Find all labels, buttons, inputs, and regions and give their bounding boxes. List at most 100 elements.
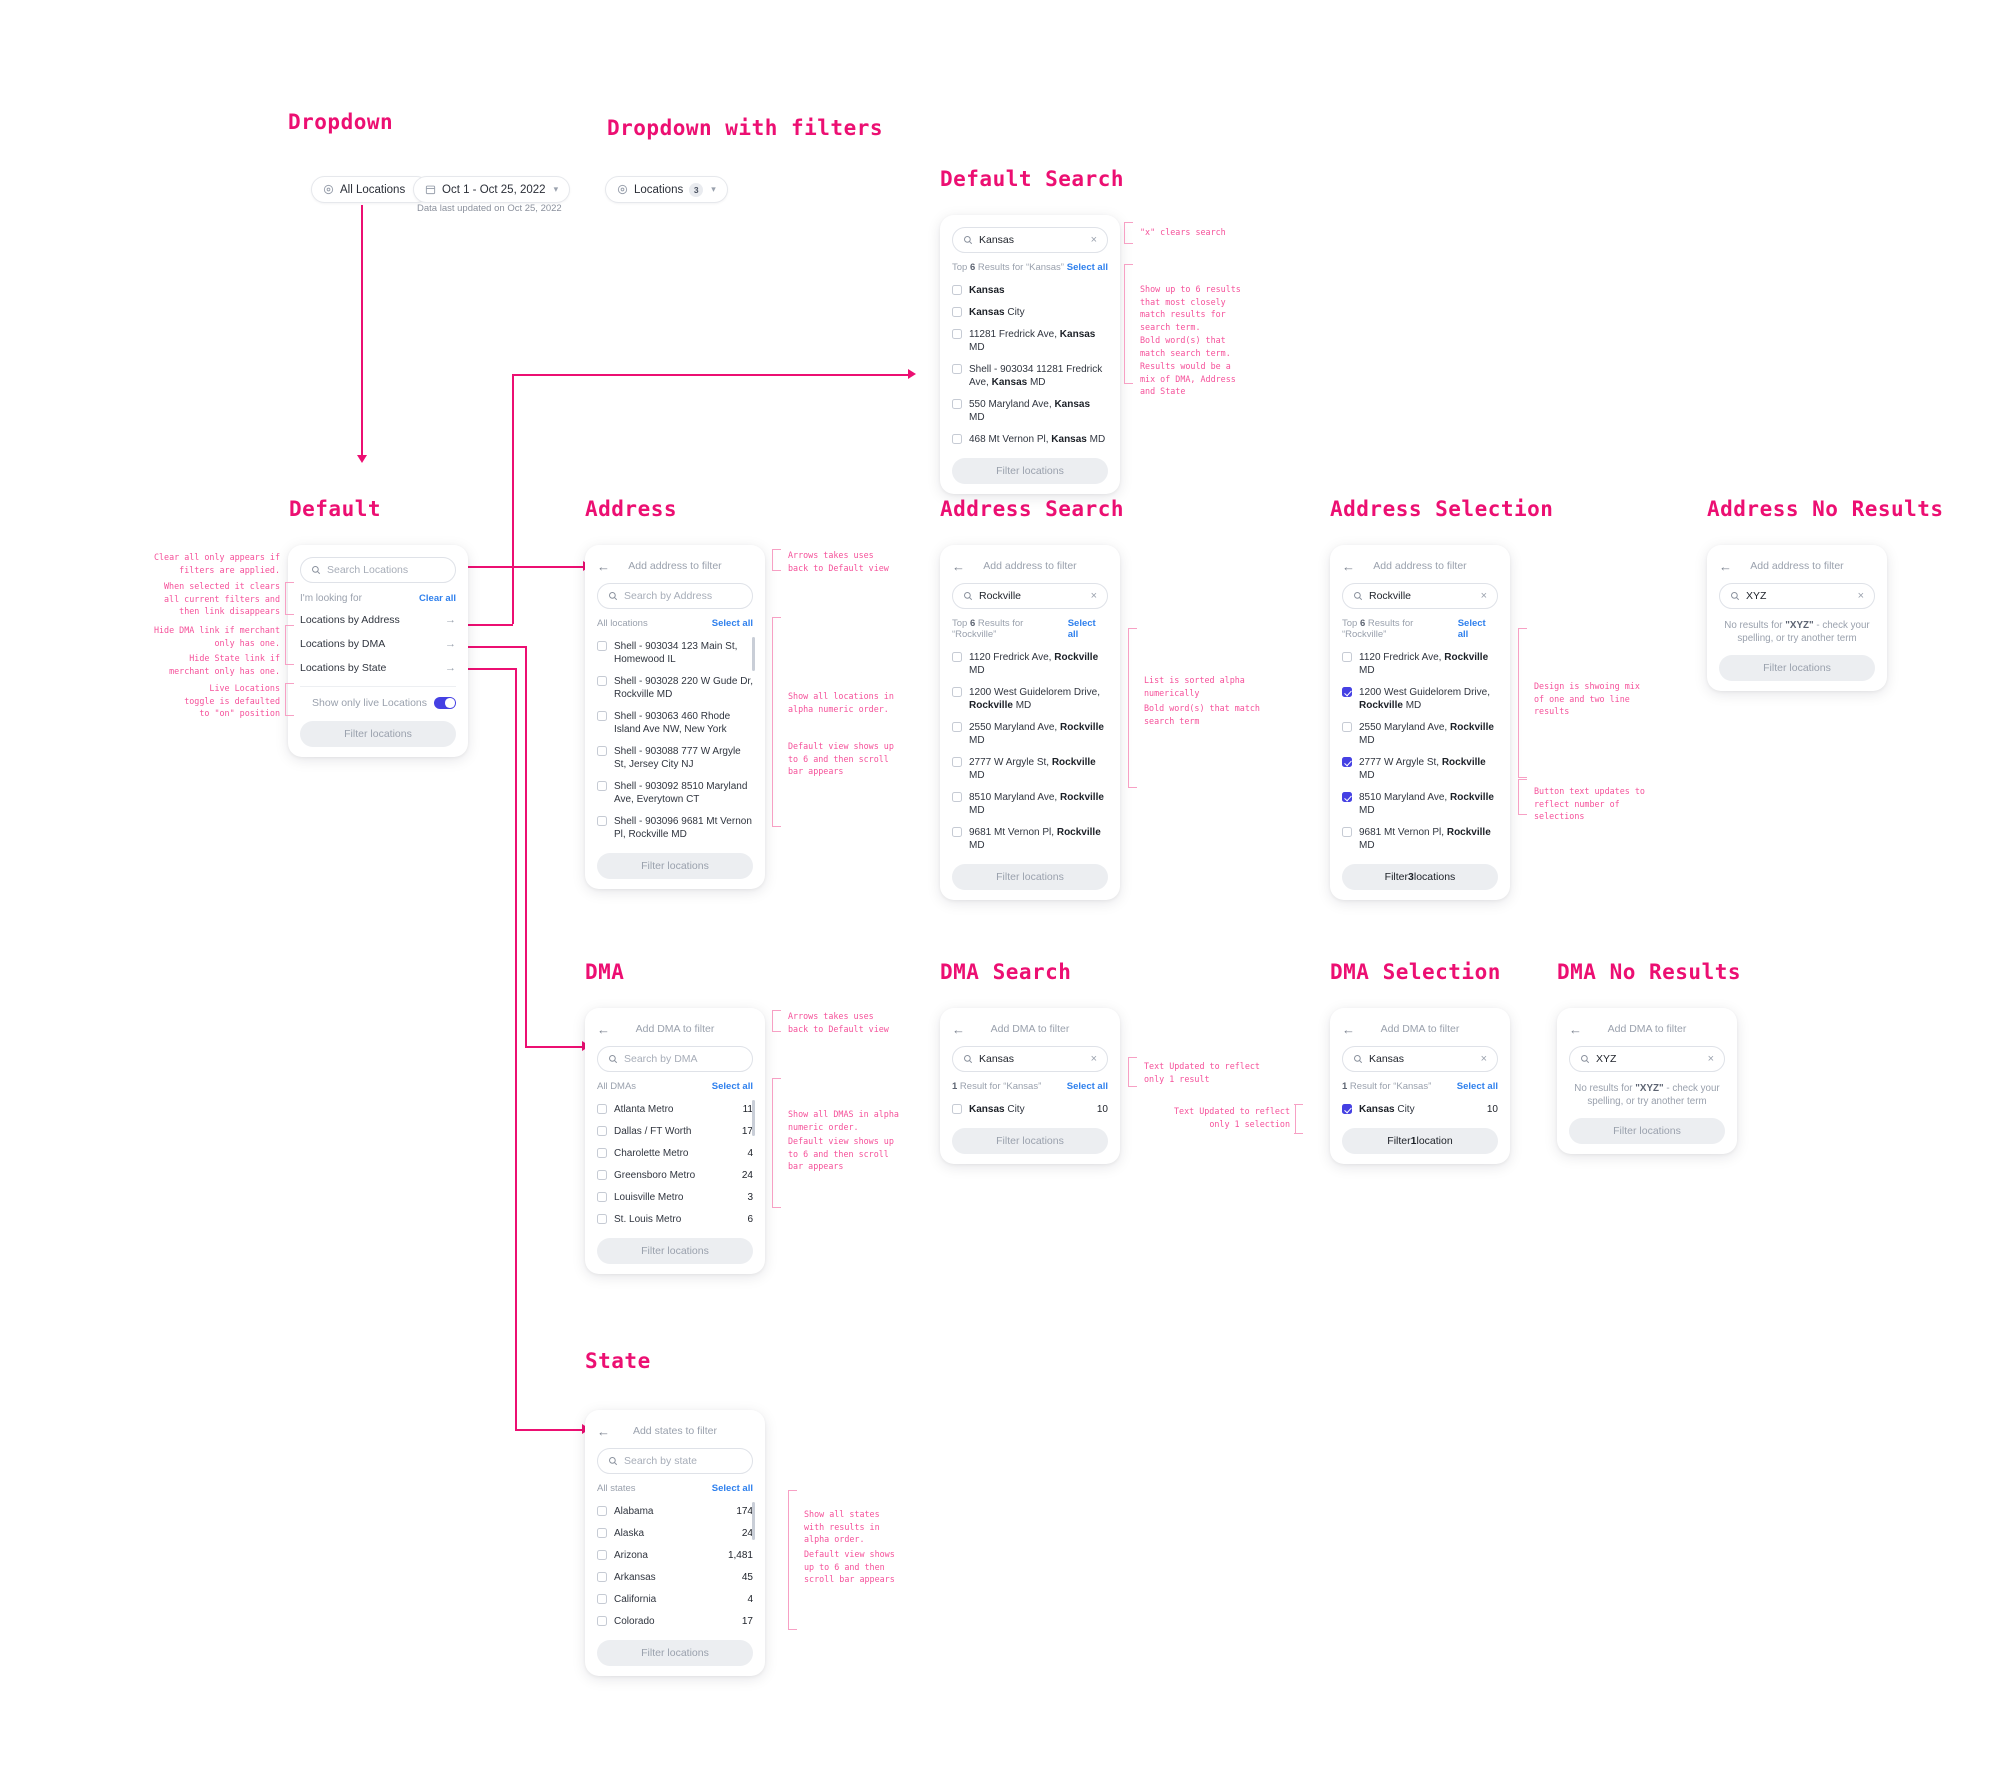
clear-search-icon[interactable]: × (1090, 590, 1097, 602)
row-checkbox[interactable] (1342, 792, 1352, 802)
row-checkbox[interactable] (597, 781, 607, 791)
select-all-link[interactable]: Select all (711, 1081, 753, 1092)
clear-search-icon[interactable]: × (1090, 1053, 1097, 1065)
filter-locations-button[interactable]: Filter 3 locations (1342, 864, 1498, 890)
filter-locations-button[interactable]: Filter locations (952, 864, 1108, 890)
row-checkbox[interactable] (952, 399, 962, 409)
list-item[interactable]: Shell - 903034 123 Main St, Homewood IL (597, 635, 753, 670)
default-search-input-wrap[interactable]: Kansas × (952, 227, 1108, 253)
back-arrow-icon[interactable]: ← (952, 1021, 965, 1037)
row-checkbox[interactable] (597, 711, 607, 721)
row-checkbox[interactable] (597, 1550, 607, 1560)
address-no-results-input[interactable]: XYZ (1746, 590, 1767, 602)
search-locations-input[interactable]: Search Locations (327, 564, 409, 576)
row-checkbox[interactable] (952, 652, 962, 662)
dma-no-results-input-wrap[interactable]: XYZ × (1569, 1046, 1725, 1072)
row-checkbox[interactable] (952, 687, 962, 697)
list-item[interactable]: Kansas (952, 279, 1108, 301)
list-item[interactable]: 9681 Mt Vernon Pl, Rockville MD (952, 821, 1108, 856)
dma-search-input-wrap[interactable]: Kansas × (952, 1046, 1108, 1072)
row-checkbox[interactable] (1342, 722, 1352, 732)
row-checkbox[interactable] (952, 757, 962, 767)
back-arrow-icon[interactable]: ← (1342, 558, 1355, 574)
row-checkbox[interactable] (597, 641, 607, 651)
default-search-locations-wrap[interactable]: Search Locations (300, 557, 456, 583)
list-item[interactable]: 11281 Fredrick Ave, Kansas MD (952, 323, 1108, 358)
dma-search-input-wrap[interactable]: Search by DMA (597, 1046, 753, 1072)
row-checkbox[interactable] (597, 1148, 607, 1158)
back-arrow-icon[interactable]: ← (1569, 1021, 1582, 1037)
list-item[interactable]: 468 Mt Vernon Pl, Kansas MD (952, 428, 1108, 450)
clear-search-icon[interactable]: × (1480, 590, 1487, 602)
row-checkbox[interactable] (1342, 687, 1352, 697)
list-item[interactable]: 1120 Fredrick Ave, Rockville MD (952, 646, 1108, 681)
row-checkbox[interactable] (597, 746, 607, 756)
sidebar-item-locations-by-state[interactable]: Locations by State → (300, 656, 456, 680)
clear-search-icon[interactable]: × (1707, 1053, 1714, 1065)
row-checkbox[interactable] (952, 364, 962, 374)
dma-selection-input-wrap[interactable]: Kansas × (1342, 1046, 1498, 1072)
row-checkbox[interactable] (597, 1572, 607, 1582)
filter-locations-button[interactable]: Filter locations (1569, 1118, 1725, 1144)
row-checkbox[interactable] (952, 329, 962, 339)
list-item[interactable]: 1120 Fredrick Ave, Rockville MD (1342, 646, 1498, 681)
list-item[interactable]: Shell - 903088 777 W Argyle St, Jersey C… (597, 740, 753, 775)
select-all-link[interactable]: Select all (1066, 262, 1108, 273)
row-checkbox[interactable] (597, 1528, 607, 1538)
back-arrow-icon[interactable]: ← (1342, 1021, 1355, 1037)
scrollbar[interactable] (751, 1502, 755, 1540)
list-item[interactable]: 1200 West Guidelorem Drive, Rockville MD (1342, 681, 1498, 716)
list-item[interactable]: 1200 West Guidelorem Drive, Rockville MD (952, 681, 1108, 716)
select-all-link[interactable]: Select all (711, 618, 753, 629)
date-range-chip[interactable]: Oct 1 - Oct 25, 2022 ▾ (413, 176, 571, 203)
clear-search-icon[interactable]: × (1480, 1053, 1487, 1065)
dma-search-input[interactable]: Kansas (979, 1053, 1015, 1065)
row-checkbox[interactable] (1342, 827, 1352, 837)
row-checkbox[interactable] (597, 676, 607, 686)
address-search-input-wrap[interactable]: Rockville × (952, 583, 1108, 609)
select-all-link[interactable]: Select all (711, 1483, 753, 1494)
row-checkbox[interactable] (952, 285, 962, 295)
list-item[interactable]: Shell - 903096 9681 Mt Vernon Pl, Rockvi… (597, 810, 753, 845)
filter-locations-button[interactable]: Filter locations (952, 458, 1108, 484)
row-checkbox[interactable] (597, 1170, 607, 1180)
row-checkbox[interactable] (597, 1616, 607, 1626)
address-no-results-input-wrap[interactable]: XYZ × (1719, 583, 1875, 609)
address-search-input[interactable]: Search by Address (624, 590, 713, 602)
list-item[interactable]: 8510 Maryland Ave, Rockville MD (1342, 786, 1498, 821)
list-item[interactable]: Kansas City (952, 301, 1108, 323)
row-checkbox[interactable] (597, 816, 607, 826)
row-checkbox[interactable] (597, 1594, 607, 1604)
scrollbar[interactable] (751, 637, 755, 671)
row-checkbox[interactable] (952, 792, 962, 802)
default-search-input[interactable]: Kansas (979, 234, 1015, 246)
row-checkbox[interactable] (952, 307, 962, 317)
row-checkbox[interactable] (1342, 1104, 1352, 1114)
clear-search-icon[interactable]: × (1857, 590, 1864, 602)
row-checkbox[interactable] (952, 827, 962, 837)
list-item[interactable]: 2777 W Argyle St, Rockville MD (952, 751, 1108, 786)
list-item[interactable]: 2550 Maryland Ave, Rockville MD (952, 716, 1108, 751)
row-checkbox[interactable] (597, 1126, 607, 1136)
filter-locations-button[interactable]: Filter locations (952, 1128, 1108, 1154)
back-arrow-icon[interactable]: ← (597, 558, 610, 574)
filter-locations-button[interactable]: Filter locations (1719, 655, 1875, 681)
row-checkbox[interactable] (1342, 757, 1352, 767)
list-item[interactable]: Shell - 903028 220 W Gude Dr, Rockville … (597, 670, 753, 705)
clear-search-icon[interactable]: × (1090, 234, 1097, 246)
back-arrow-icon[interactable]: ← (597, 1021, 610, 1037)
row-checkbox[interactable] (597, 1214, 607, 1224)
list-item[interactable]: 9681 Mt Vernon Pl, Rockville MD (1342, 821, 1498, 856)
list-item[interactable]: Shell - 903063 460 Rhode Island Ave NW, … (597, 705, 753, 740)
sidebar-item-locations-by-dma[interactable]: Locations by DMA → (300, 632, 456, 656)
row-checkbox[interactable] (952, 1104, 962, 1114)
row-checkbox[interactable] (1342, 652, 1352, 662)
dma-search-input[interactable]: Search by DMA (624, 1053, 698, 1065)
